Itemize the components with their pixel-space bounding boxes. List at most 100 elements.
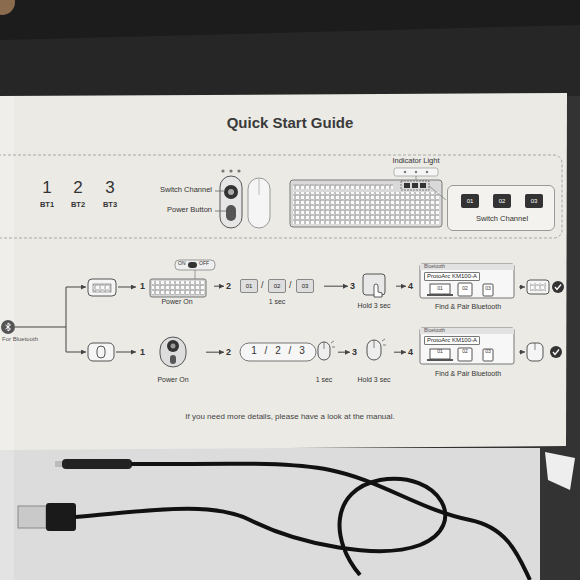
channel-number: 1 [251,345,257,357]
step-group: 4BluetoothProtoArc KM100-A010203Find & P… [408,262,518,314]
pair-screen [420,264,514,298]
power-on-keyboard [195,270,196,279]
pair-screen [420,328,514,334]
pair-screen [458,348,472,361]
step-caption: Hold 3 sec [357,376,390,384]
done-keyboard [552,281,564,293]
key-label: 01 [240,279,258,293]
mouse-drawing [215,211,226,212]
power-on-mouse [167,340,179,352]
done-mouse [519,352,525,353]
guide-title: Quick Start Guide [227,114,354,131]
pair-screen [427,359,453,361]
device-label: 03 [485,349,491,355]
step-group: 4BluetoothProtoArc KM100-A010203Find & P… [408,326,518,384]
keyboard-drawing [394,168,438,176]
mouse-drawing [248,178,270,228]
photo-background [0,25,580,96]
keyboard-drawing [401,181,429,190]
done-keyboard [527,280,549,294]
channel-pill [331,341,335,347]
keyboard-drawing [293,184,393,189]
keyboard-drawing [404,183,410,188]
separator: / [265,345,268,357]
flow-arrow [324,286,348,287]
switch-state: OFF [199,261,209,267]
keyboard-drawing [415,171,417,173]
channel-pill [324,342,325,349]
channel-name: BT2 [71,201,85,210]
paper-sheet [0,93,567,450]
bluetooth-branch [1,320,15,334]
mouse-drawing [221,169,224,172]
step-group: 201/02/031 sec [226,270,322,308]
device-name-tag: ProtoArc KM100-A [424,336,480,345]
flow-arrow [396,286,406,287]
done-mouse [553,350,559,355]
key-label: 03 [525,194,543,208]
hold-mouse-icon [374,340,375,348]
pair-screen [420,328,514,364]
power-on-mouse [171,344,176,349]
hold-key-icon [363,274,385,297]
pair-screen [420,264,514,270]
mouse-drawing [229,169,232,172]
power-on-keyboard [152,281,204,295]
channel-number: 3 [299,345,305,357]
photo-background [0,0,15,15]
step-number: 4 [408,347,413,357]
done-mouse [550,346,562,358]
usb-cable [131,464,530,580]
step-caption: Power On [157,376,188,384]
done-mouse [535,343,536,350]
step-caption: 1 sec [316,376,333,384]
step-number: 4 [408,281,413,291]
step-number: 2 [226,347,231,357]
pair-screen [420,264,514,298]
keyboard-drawing [426,171,428,173]
step-number: 1 [140,281,145,291]
pair-screen [420,328,514,364]
hold-mouse-icon [382,339,386,345]
hold-key-icon [374,284,382,297]
step-number: 2 [226,281,231,291]
key-label: 03 [296,279,314,293]
pair-screen [430,349,450,359]
bluetooth-branch [15,327,66,328]
step-number: 1 [140,347,145,357]
channel-pill [240,341,335,361]
step-caption: Find & Pair Bluetooth [435,370,501,378]
device-name-tag: ProtoArc KM100-A [424,272,480,281]
pair-screen [430,284,450,294]
caption-note: If you need more details, please have a … [185,412,394,421]
power-on-keyboard [175,260,215,270]
keyboard-drawing [404,171,406,173]
separator: / [261,280,264,290]
keyboard-drawing [290,168,446,227]
bluetooth-branch [66,352,86,353]
callout-label: Switch Channel [476,215,528,224]
step-caption: Hold 3 sec [357,302,390,310]
done-mouse [527,343,543,361]
done-keyboard [530,283,546,291]
mouse-drawing [215,191,224,192]
mouse-icon [88,343,136,361]
photo-background [0,0,580,96]
flow-arrow [394,352,406,353]
separator: / [289,280,292,290]
flow-arrow [206,352,224,353]
mouse-drawing [226,205,236,221]
done-keyboard [519,287,525,288]
keyboard-drawing [429,186,446,200]
bluetooth-label: For Bluetooth [2,336,38,343]
channel-pill [318,342,330,360]
keyboard-icon [93,284,111,292]
usb-cable [46,503,76,531]
hold-mouse-icon [367,339,386,360]
mouse-drawing [259,178,260,195]
power-on-keyboard [150,279,206,297]
mouse-drawing [228,189,234,195]
hold-mouse-icon [367,340,381,360]
step-caption: Power On [161,298,192,306]
